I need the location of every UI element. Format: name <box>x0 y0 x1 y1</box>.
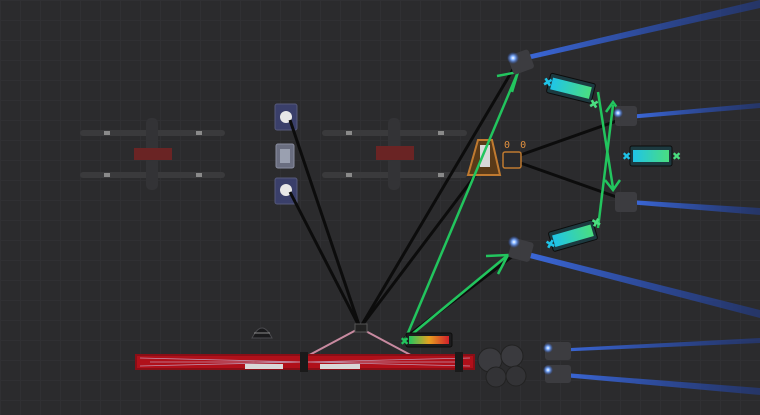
glowing-tubes[interactable]: ✖ ✖ ✖ ✖ ✖ ✖ <box>539 72 681 254</box>
wire-junction[interactable] <box>354 323 368 333</box>
laser-beam <box>515 0 760 62</box>
svg-text:✖: ✖ <box>672 150 681 163</box>
counter-display: 0 0 <box>504 140 528 151</box>
laser-beams <box>515 0 760 395</box>
wire <box>403 71 520 341</box>
wire <box>358 65 517 329</box>
wire <box>288 119 362 329</box>
laser-emitter <box>615 192 637 212</box>
svg-text:✖: ✖ <box>544 236 558 252</box>
svg-text:✖: ✖ <box>590 215 604 231</box>
svg-text:✖: ✖ <box>541 74 554 90</box>
wire <box>358 159 489 329</box>
arrowhead <box>604 179 622 193</box>
green-wires <box>403 70 622 341</box>
laser-beam <box>628 103 760 119</box>
svg-text:✖: ✖ <box>587 96 600 112</box>
svg-text:✖: ✖ <box>400 335 409 348</box>
wire <box>511 158 626 202</box>
counter-digit: 0 <box>504 140 513 151</box>
laser-beam <box>628 200 760 215</box>
wire <box>596 91 615 189</box>
wire <box>404 254 509 341</box>
button-panel[interactable] <box>274 103 298 205</box>
copper-component[interactable] <box>466 139 522 176</box>
heat-tube[interactable]: ✖ <box>400 332 453 348</box>
helmet-object[interactable] <box>251 327 273 339</box>
counter-digit: 0 <box>520 140 529 151</box>
laser-beam <box>518 250 760 318</box>
laser-beam <box>552 372 760 395</box>
red-platform[interactable] <box>135 352 475 372</box>
laser-beam <box>552 338 760 352</box>
left-frame-structure[interactable] <box>80 118 225 190</box>
svg-text:✖: ✖ <box>622 150 631 163</box>
laser-emitters[interactable] <box>507 49 637 383</box>
wire <box>511 116 626 160</box>
middle-frame-structure[interactable] <box>322 118 467 190</box>
wire <box>288 191 362 329</box>
wire <box>596 104 615 229</box>
arrowhead <box>485 253 511 275</box>
gear-cluster[interactable] <box>477 344 527 388</box>
